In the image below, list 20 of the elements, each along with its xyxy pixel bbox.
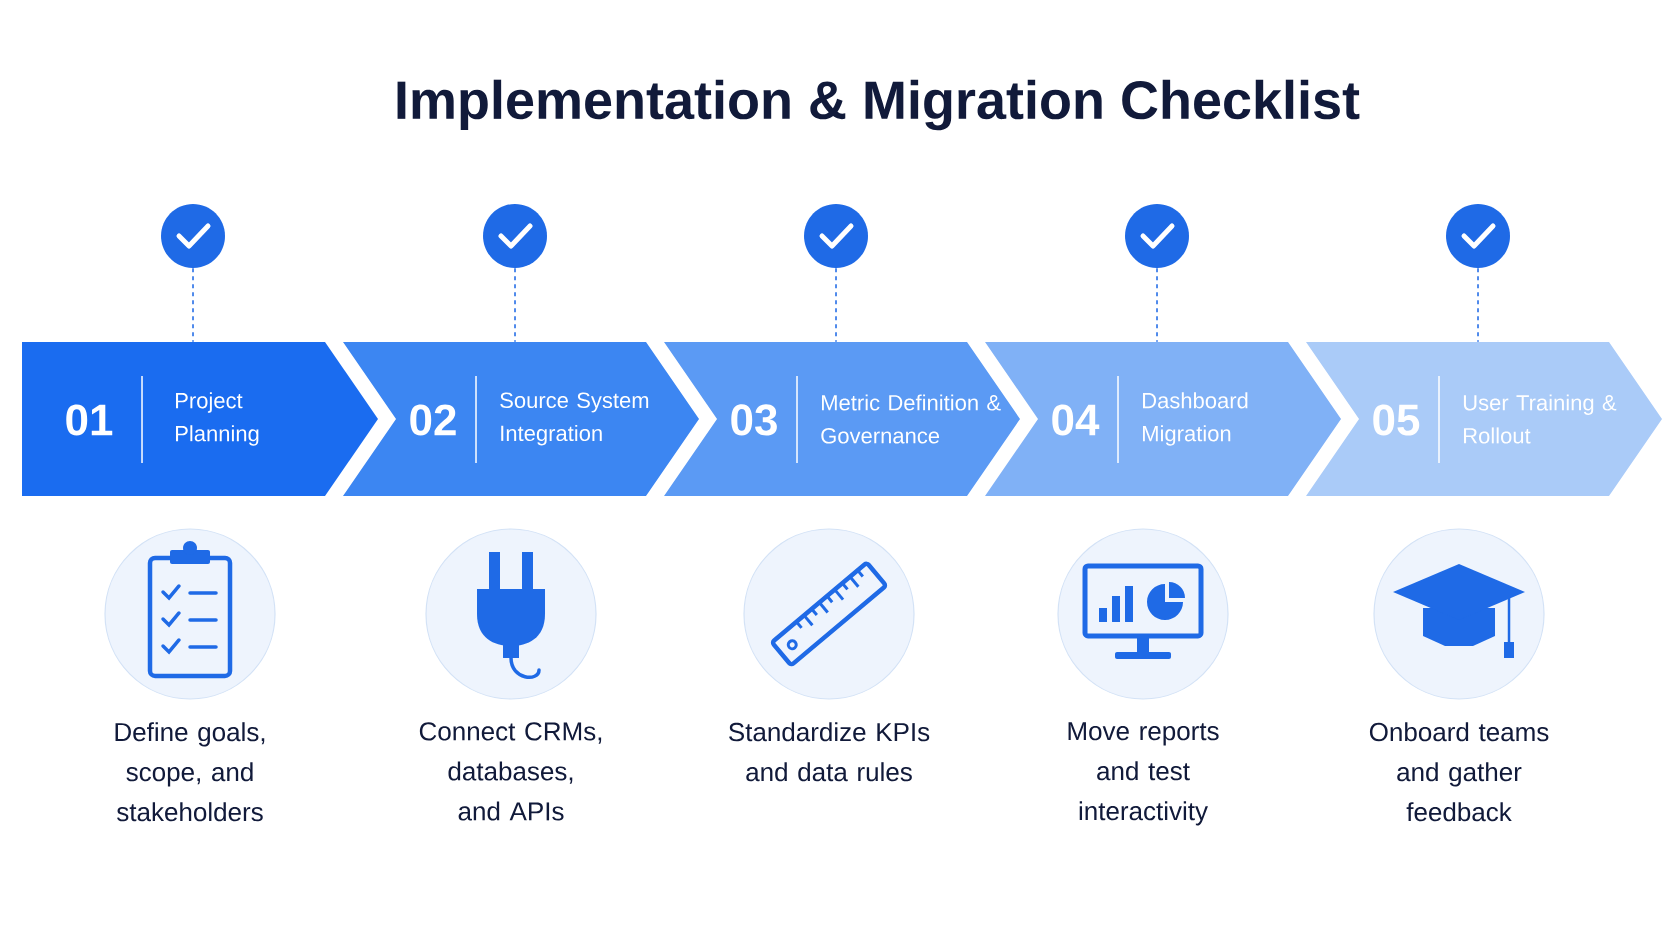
check-circle <box>161 204 225 268</box>
connector-line <box>835 267 837 343</box>
step-description: Standardize KPIs and data rules <box>729 722 930 782</box>
connector-line <box>514 267 516 343</box>
connector-line <box>1477 267 1479 343</box>
chevron-step: 05 User Training & Rollout <box>1306 342 1662 496</box>
step-description: Move reports and test interactivity <box>1068 722 1219 826</box>
chevron-step: 03 Metric Definition & Governance <box>664 342 1020 496</box>
check-circle <box>804 204 868 268</box>
connector-line <box>192 267 194 343</box>
title: Implementation & Migration Checklist <box>397 79 1360 131</box>
chevron-step: 02 Source System Integration <box>343 342 699 496</box>
step-description: Connect CRMs, databases, and APIs <box>419 722 602 821</box>
step-description: Onboard teams and gather feedback <box>1369 722 1549 822</box>
connector-line <box>1156 267 1158 343</box>
step-description: Define goals, scope, and stakeholders <box>115 722 265 822</box>
check-circle <box>483 204 547 268</box>
chevron-step: 01 Project Planning <box>22 342 378 496</box>
check-circle <box>1125 204 1189 268</box>
check-circle <box>1446 204 1510 268</box>
